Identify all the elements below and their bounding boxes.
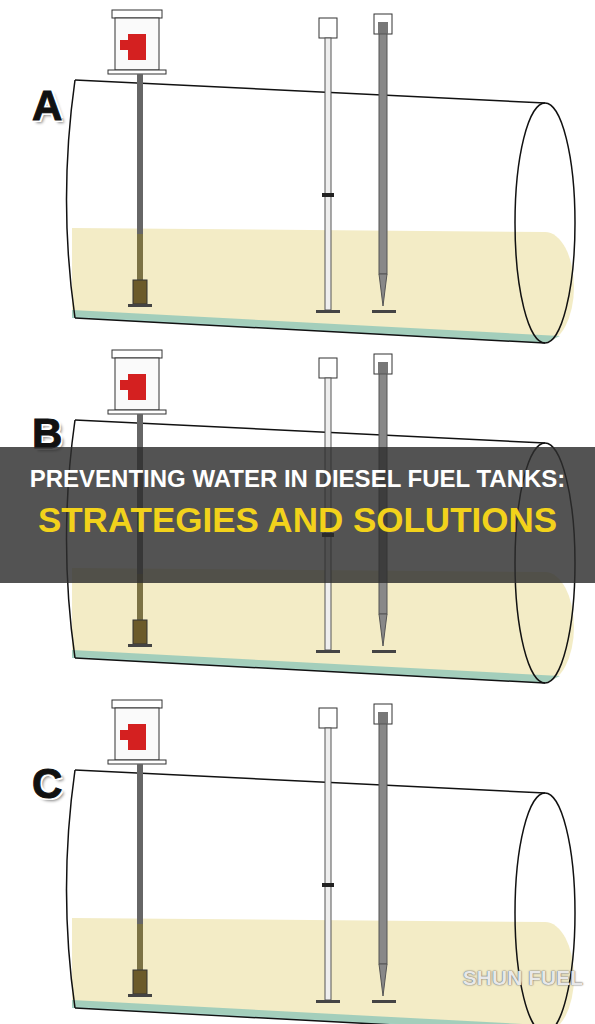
watermark: SHUN FUEL bbox=[463, 966, 583, 990]
subtitle: STRATEGIES AND SOLUTIONS bbox=[0, 500, 595, 540]
tank-letter: A bbox=[32, 82, 62, 130]
title: PREVENTING WATER IN DIESEL FUEL TANKS: bbox=[0, 465, 595, 493]
tank-letter: C bbox=[32, 760, 62, 808]
